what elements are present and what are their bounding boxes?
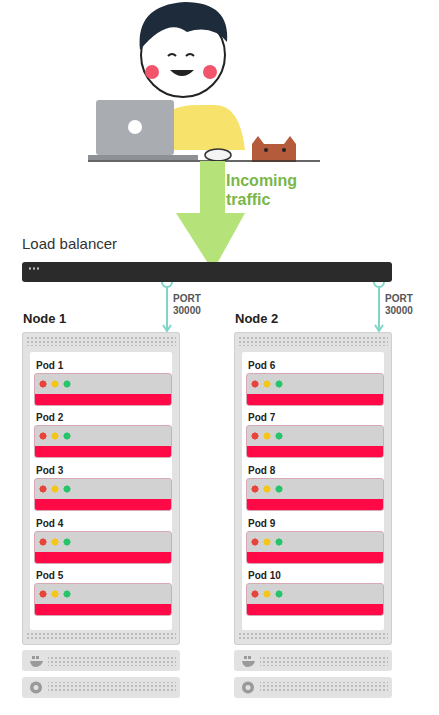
node-heading: Pod 7: [248, 412, 275, 423]
node-heading: Pod 9: [248, 518, 275, 529]
node-heading: Pod 6: [248, 360, 275, 371]
pod-box: Pod 1: [34, 373, 172, 406]
traffic-label: Incoming traffic: [226, 171, 308, 209]
pod-box: Pod 7: [246, 425, 384, 458]
node-heading: Node 1: [23, 311, 66, 326]
node-heading: Pod 1: [36, 360, 63, 371]
node-heading: Pod 3: [36, 465, 63, 476]
pod-box: Pod 4: [34, 531, 172, 564]
node-heading: Pod 2: [36, 412, 63, 423]
port-label: PORT 30000: [383, 293, 423, 317]
node-box: Node 2Pod 6Pod 7Pod 8Pod 9Pod 10: [234, 332, 392, 645]
node-heading: Pod 5: [36, 570, 63, 581]
node-heading: Node 2: [235, 311, 278, 326]
bar-marks: [28, 267, 40, 270]
node-heading: Pod 10: [248, 570, 281, 581]
pod-box: Pod 6: [246, 373, 384, 406]
load-balancer-bar: Load balancer: [22, 262, 392, 282]
pod-box: Pod 5: [34, 583, 172, 616]
node-heading: Pod 4: [36, 518, 63, 529]
port-label: PORT 30000: [171, 293, 211, 317]
node-heading: Pod 8: [248, 465, 275, 476]
pod-box: Pod 8: [246, 478, 384, 511]
pod-box: Pod 3: [34, 478, 172, 511]
node-heading: Load balancer: [22, 235, 117, 252]
pod-box: Pod 10: [246, 583, 384, 616]
pod-box: Pod 9: [246, 531, 384, 564]
node-box: Node 1Pod 1Pod 2Pod 3Pod 4Pod 5: [22, 332, 180, 645]
pod-box: Pod 2: [34, 425, 172, 458]
